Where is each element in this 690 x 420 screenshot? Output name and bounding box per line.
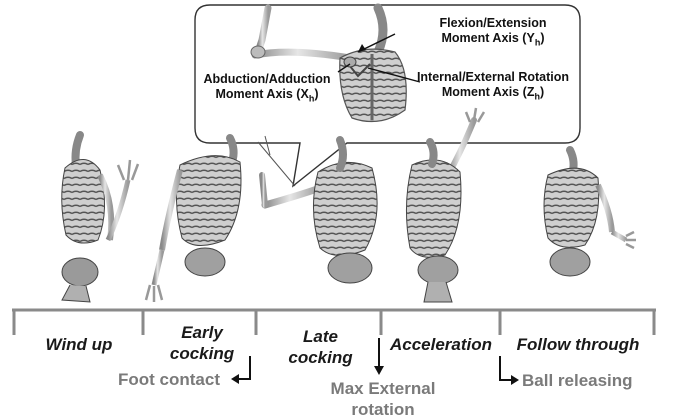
phase-acceleration: Acceleration xyxy=(384,334,498,355)
flexion-extension-axis-label: Flexion/Extension Moment Axis (Yh) xyxy=(413,16,573,51)
flexion-label-line2: Moment Axis (Yh) xyxy=(413,31,573,51)
skeleton-follow-through xyxy=(544,150,636,276)
rotation-label-line1: Internal/External Rotation xyxy=(408,70,578,85)
phase-follow-through: Follow through xyxy=(504,334,652,355)
event-ball-releasing: Ball releasing xyxy=(522,370,682,391)
skeleton-wind-up xyxy=(62,135,138,302)
skeleton-early-cocking xyxy=(146,138,241,302)
phase-wind-up: Wind up xyxy=(20,334,138,355)
abduction-adduction-axis-label: Abduction/Adduction Moment Axis (Xh) xyxy=(197,72,337,107)
rotation-label-line2: Moment Axis (Zh) xyxy=(408,85,578,105)
event-max-external-rotation: Max External rotation xyxy=(308,378,458,420)
phase-early-cocking: Early cocking xyxy=(152,322,252,364)
phase-late-cocking: Late cocking xyxy=(268,326,373,368)
max-external-rotation-arrow xyxy=(374,338,384,375)
flexion-label-line1: Flexion/Extension xyxy=(413,16,573,31)
event-foot-contact: Foot contact xyxy=(118,369,230,390)
internal-external-rotation-axis-label: Internal/External Rotation Moment Axis (… xyxy=(408,70,578,105)
ball-releasing-arrow xyxy=(500,356,519,385)
abduction-label-line1: Abduction/Adduction xyxy=(197,72,337,87)
abduction-label-line2: Moment Axis (Xh) xyxy=(197,87,337,107)
